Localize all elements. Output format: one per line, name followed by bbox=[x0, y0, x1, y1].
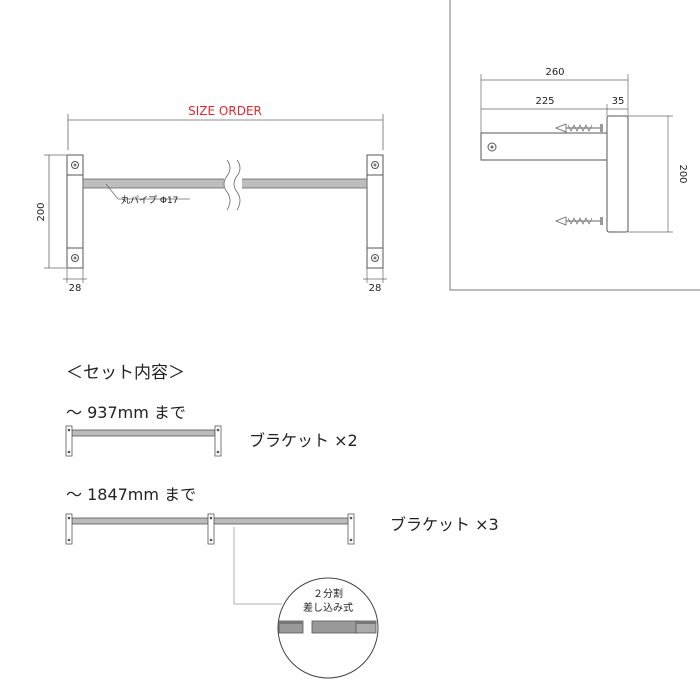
set1-bracket-label: ブラケット ×2 bbox=[249, 431, 358, 450]
screw-icon bbox=[554, 216, 603, 226]
bracket-depth-label: 225 bbox=[535, 96, 554, 107]
side-view: 260 225 35 200 bbox=[449, 0, 700, 291]
set-contents-heading: ＜セット内容＞ bbox=[66, 363, 185, 383]
detail-line2: 差し込み式 bbox=[303, 601, 353, 614]
screw-icon bbox=[554, 123, 603, 133]
set1-illustration bbox=[65, 425, 222, 457]
joint-detail-circle: ２分割 差し込み式 bbox=[277, 577, 379, 679]
total-depth-label: 260 bbox=[545, 67, 564, 78]
set-contents: ＜セット内容＞ ～ 937mm まで ブラケット ×2 ～ 1847mm まで … bbox=[65, 363, 499, 679]
set2-bracket-label: ブラケット ×3 bbox=[390, 515, 499, 534]
left-width-label: 28 bbox=[69, 283, 82, 294]
set2-illustration bbox=[65, 513, 355, 545]
side-bracket-arm bbox=[480, 132, 608, 161]
side-wall-plate bbox=[606, 115, 629, 233]
right-width-label: 28 bbox=[369, 283, 382, 294]
front-height-label: 200 bbox=[36, 202, 47, 221]
size-order-label: SIZE ORDER bbox=[188, 104, 262, 118]
set1-length-label: ～ 937mm まで bbox=[66, 403, 186, 422]
pipe-label: 丸パイプ Φ17 bbox=[121, 194, 178, 206]
detail-line1: ２分割 bbox=[313, 587, 343, 600]
side-height-label: 200 bbox=[677, 164, 688, 183]
plate-depth-label: 35 bbox=[612, 96, 625, 107]
front-view: SIZE ORDER 200 丸パイプ Φ17 bbox=[36, 104, 387, 294]
set2-length-label: ～ 1847mm まで bbox=[66, 485, 196, 504]
